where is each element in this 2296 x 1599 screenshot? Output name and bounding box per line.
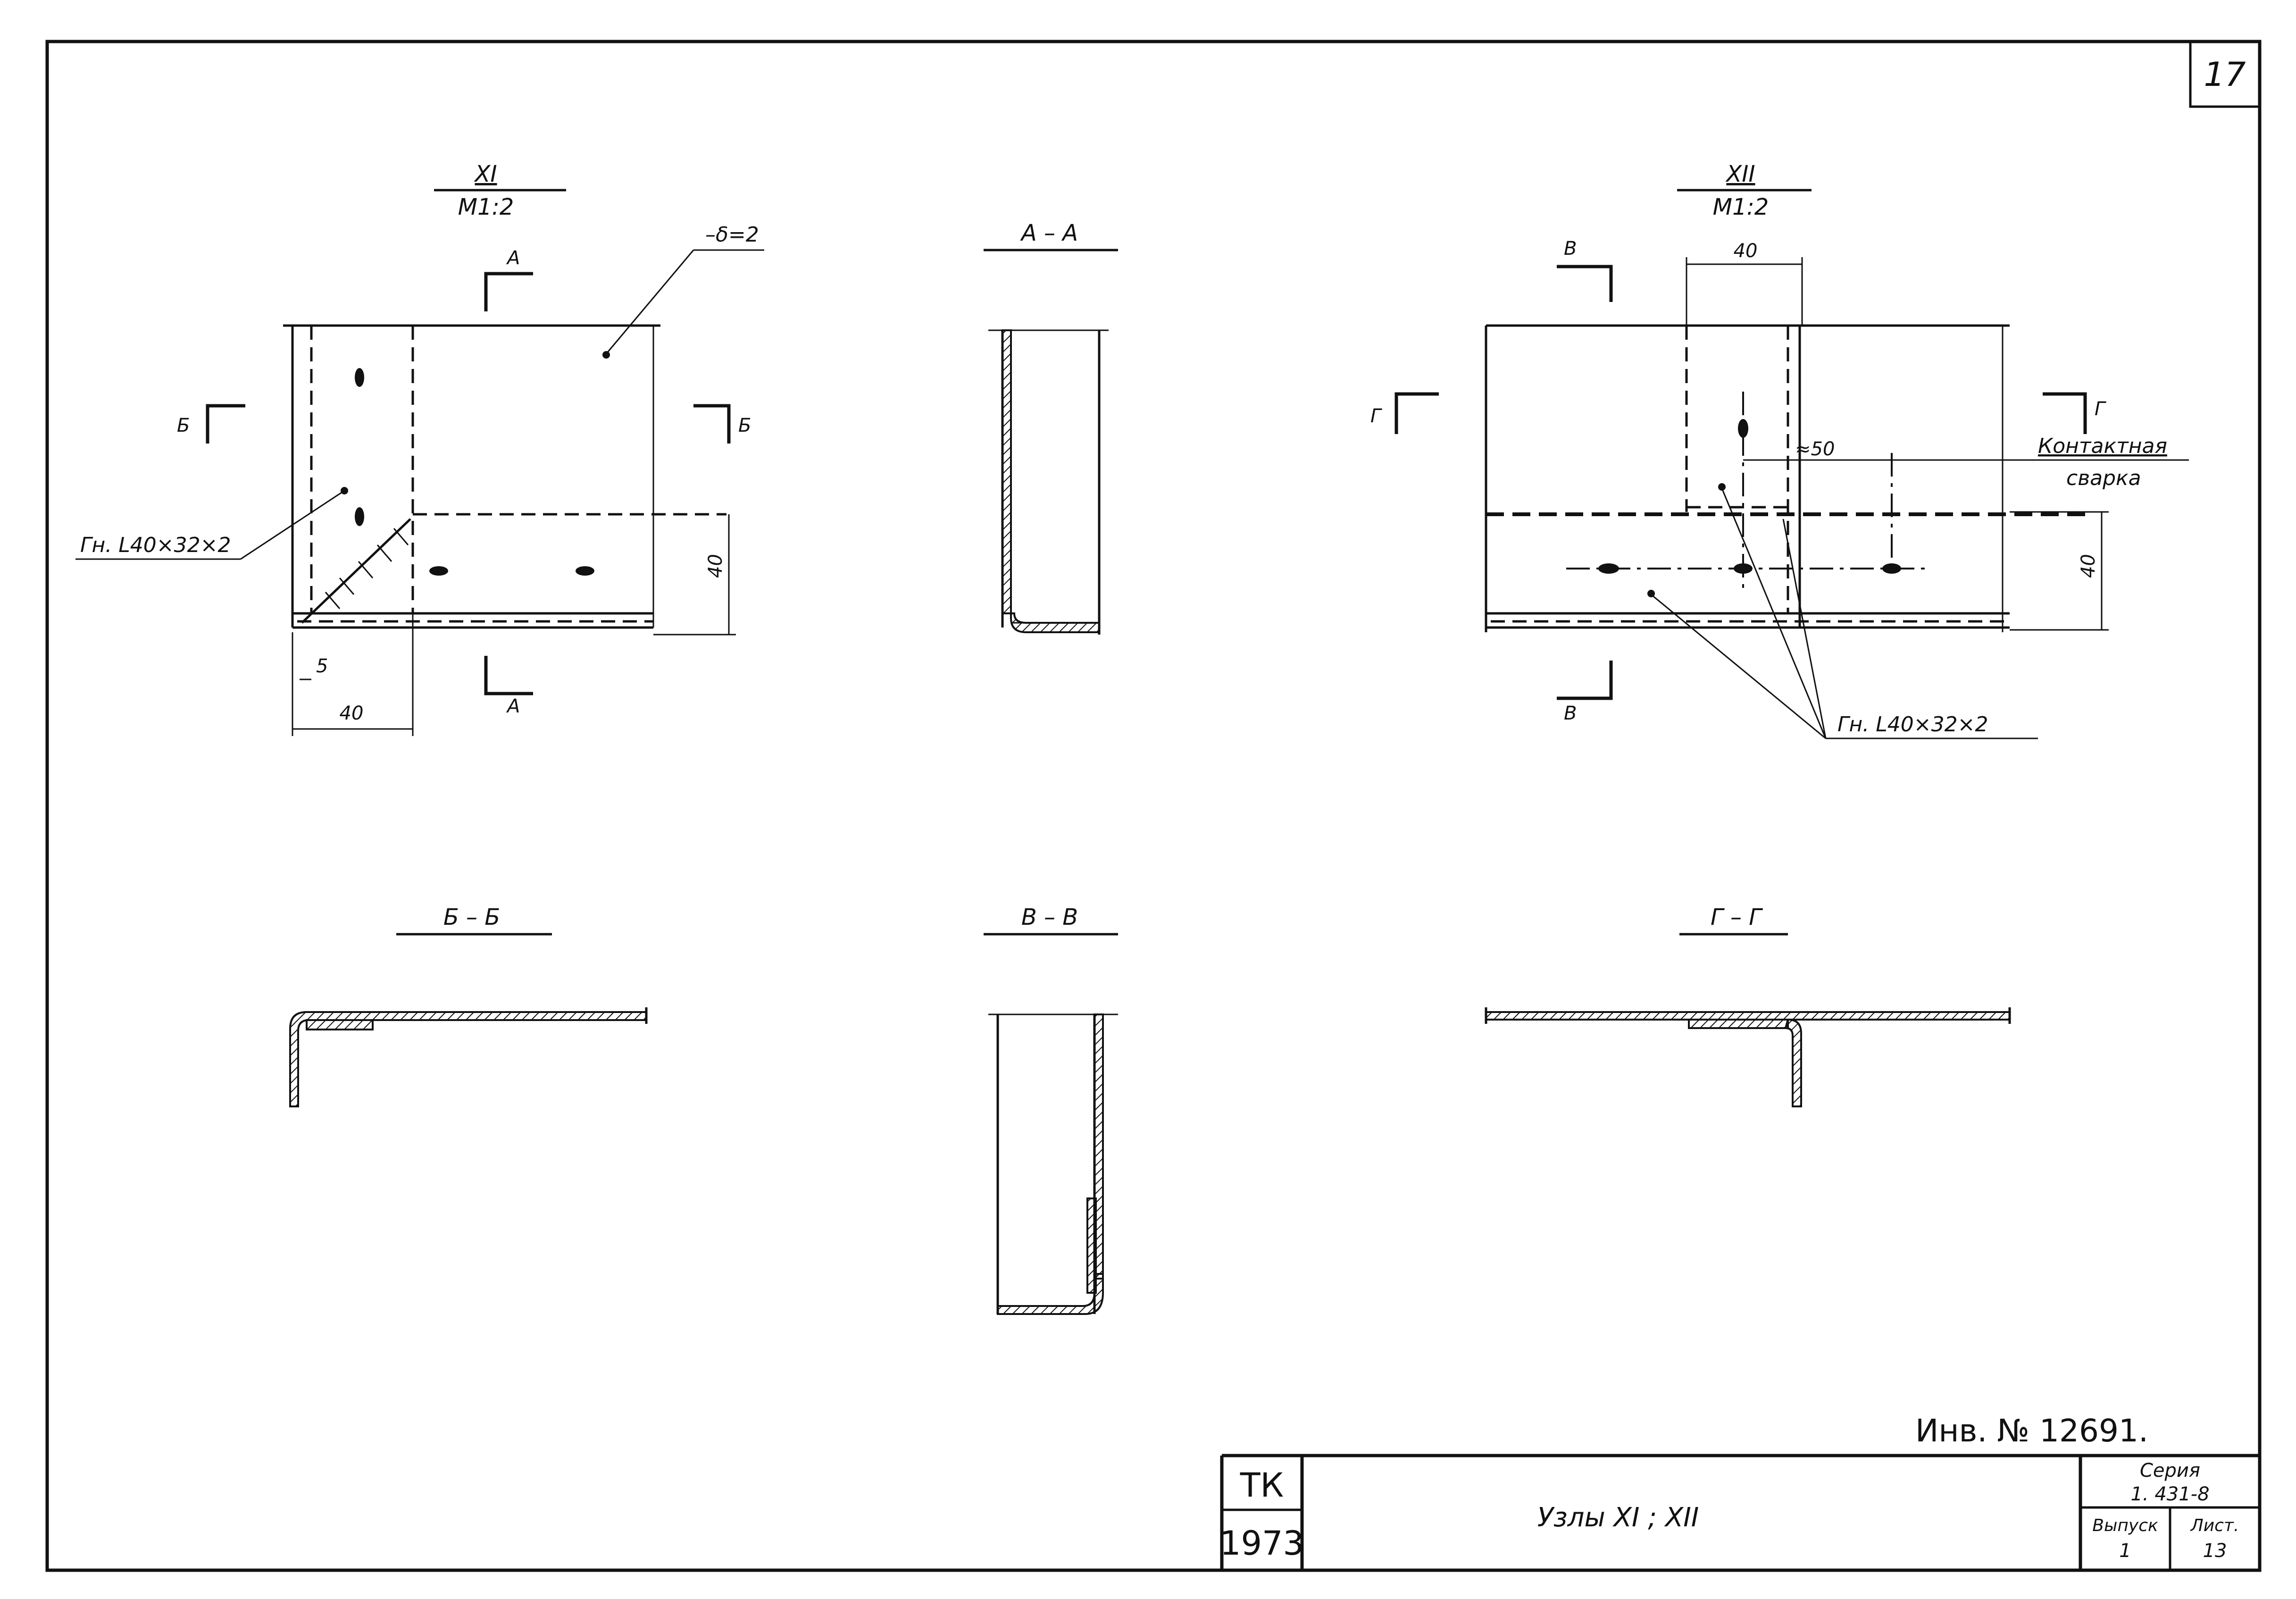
node-xii-title: XII [1725,161,1755,187]
sheet-label: Лист. [2190,1516,2239,1535]
node-xi-view: XI М1:2 –δ=2 [75,161,764,736]
node-xi-plate-note: –δ=2 [705,223,759,247]
cut-mark-b-left: Б [177,415,190,436]
page-number: 17 [2204,55,2246,94]
cut-mark-v-top: В [1564,238,1577,260]
cut-mark-g-right: Г [2095,398,2106,420]
cut-mark-v-bottom: В [1564,703,1577,724]
cut-mark-a-bottom: А [506,695,520,717]
section-aa-title: А – А [1020,220,1078,246]
inventory-number: Инв. № 12691. [1915,1413,2148,1449]
node-xi-scale: М1:2 [458,194,514,220]
cut-mark-g-left: Г [1370,405,1382,427]
node-xii-weld-note-2: сварка [2066,466,2141,490]
title-block: ТК 1973 Узлы XI ; XII Серия 1. 431-8 Вып… [1220,1454,2260,1570]
cut-mark-a-top: А [506,247,520,269]
issue-label: Выпуск [2092,1516,2158,1535]
sheet-frame [45,40,2262,1572]
section-gg: Г – Г [1485,904,2011,1107]
node-xii-scale: М1:2 [1713,194,1769,220]
section-vv-title: В – В [1021,904,1078,930]
node-xii-dim-height: 40 [2078,554,2099,578]
node-xi-dim-height: 40 [705,554,726,578]
section-bb: Б – Б [289,904,648,1107]
drawing-title: Узлы XI ; XII [1537,1502,1699,1533]
series-label: Серия [2140,1460,2200,1482]
node-xi-title: XI [473,161,497,187]
year-label: 1973 [1220,1524,1304,1563]
section-aa: А – А [984,220,1118,635]
page-number-box: 17 [2189,40,2261,108]
node-xii-dim-top: 40 [1734,240,1758,262]
node-xi-dim-width: 40 [340,703,364,724]
node-xii-angle-note: Гн. L40×32×2 [1837,712,1988,737]
node-xii-weld-note-1: Контактная [2038,434,2167,458]
cut-mark-b-right: Б [738,415,751,436]
series-value: 1. 431-8 [2130,1483,2209,1505]
node-xi-angle-note: Гн. L40×32×2 [80,533,231,557]
sheet-value: 13 [2203,1540,2227,1562]
node-xi-dim-offset: 5 [316,655,328,677]
section-bb-title: Б – Б [443,904,500,930]
section-vv: В – В [984,904,1118,1315]
issue-value: 1 [2119,1540,2131,1562]
node-xii-dim-approx: ≈50 [1795,438,1835,460]
org-label: ТК [1240,1466,1284,1505]
weld-marks [325,528,409,609]
section-gg-title: Г – Г [1711,904,1763,930]
node-xii-view: XII М1:2 40 ≈50 Контактная сварка [1370,161,2189,739]
